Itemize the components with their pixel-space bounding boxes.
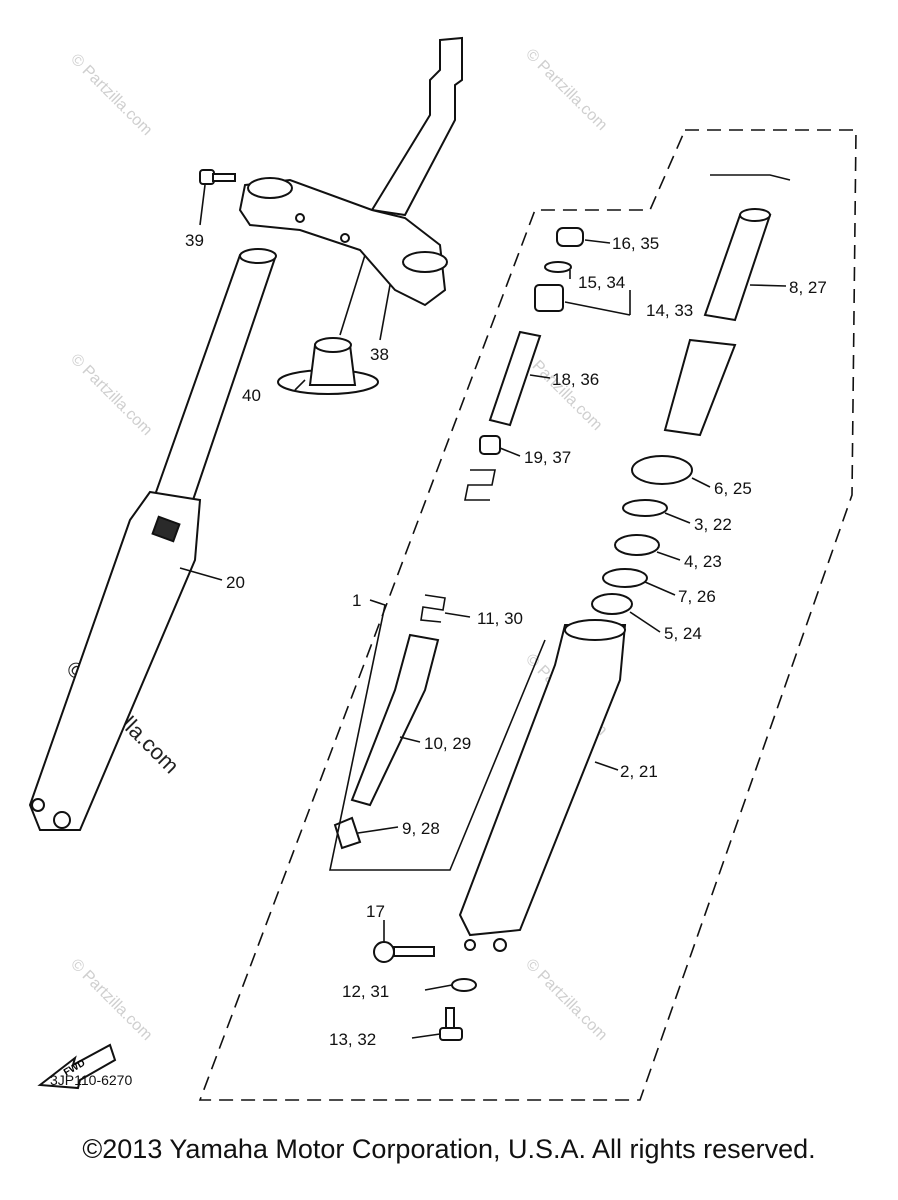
callout-7-26: 7, 26 [678,587,716,606]
callout-12-31: 12, 31 [342,982,389,1001]
callout-18-36: 18, 36 [552,370,599,389]
oil-seal-4-23 [614,534,660,556]
inner-tube-8-27 [663,208,772,437]
bolt-17 [373,941,435,963]
collar-40 [277,337,379,395]
spacer-18-36 [488,330,542,427]
callout-16-35: 16, 35 [612,234,659,253]
watermark: © Partzilla.com [67,351,155,439]
washer-7-26 [602,568,648,588]
callout-8-27: 8, 27 [789,278,827,297]
slide-metal-5-24 [591,593,633,615]
callout-2-21: 2, 21 [620,762,658,781]
spring-11-30 [420,594,446,623]
callout-labels: 39 38 40 20 1 16, 35 15, 34 14, 33 18, 3… [185,231,827,1049]
callout-15-34: 15, 34 [578,273,625,292]
callout-6-25: 6, 25 [714,479,752,498]
callout-11-30: 11, 30 [477,609,523,628]
callout-9-28: 9, 28 [402,819,440,838]
watermark: © Partzilla.com [67,956,155,1044]
gasket-12-31 [451,978,477,992]
cap-bolt-16-35 [556,227,584,247]
clip-3-22 [622,499,668,517]
callout-1: 1 [352,591,361,610]
callout-17: 17 [366,902,385,921]
adjuster-14-33 [534,284,564,312]
leader-lines [179,174,791,1039]
callout-39: 39 [185,231,204,250]
callout-14-33: 14, 33 [646,301,693,320]
drain-bolt-13-32 [439,1007,463,1041]
fork-assembly-20 [28,248,277,831]
callout-5-24: 5, 24 [664,624,702,643]
lock-piece-9-28 [333,816,362,850]
callout-40: 40 [242,386,261,405]
dashed-group-outline [198,129,857,1101]
watermark: © Partzilla.com [522,46,610,134]
watermark: © Partzilla.com [522,956,610,1044]
copyright-notice: ©2013 Yamaha Motor Corporation, U.S.A. A… [82,1134,816,1164]
callout-3-22: 3, 22 [694,515,732,534]
callout-38: 38 [370,345,389,364]
watermark: © Partzilla.com [67,51,155,139]
spring-upper [464,469,496,501]
dust-seal-6-25 [631,455,693,485]
callout-10-29: 10, 29 [424,734,471,753]
callout-13-32: 13, 32 [329,1030,376,1049]
steering-stem [238,36,463,307]
o-ring-15-34 [544,261,572,273]
damper-rod-10-29 [350,633,440,807]
fwd-arrow-icon: FWD [37,1043,117,1090]
diagram-code: 3JP110-6270 [50,1072,133,1088]
callout-19-37: 19, 37 [524,448,571,467]
callout-4-23: 4, 23 [684,552,722,571]
callout-20: 20 [226,573,245,592]
bolt-39 [199,169,236,185]
outer-tube-2-21 [458,619,627,952]
seat-19-37 [479,435,501,455]
